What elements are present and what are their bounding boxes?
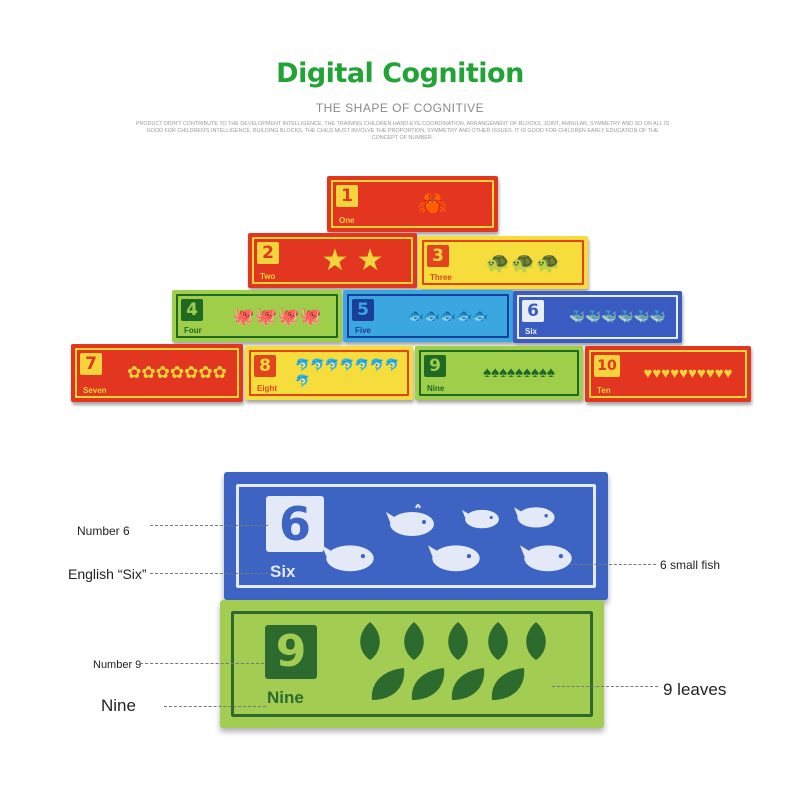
block-word: Nine [427,384,445,393]
block-number: 6 [522,300,544,322]
annotation-english-six: English “Six” [68,566,147,582]
block-9: 9 Nine ♠♠♠♠♠♠♠♠♠ [415,346,583,400]
detail-block-nine: 9 Nine [220,600,604,728]
whale-icon [520,545,572,572]
block-word: Seven [83,386,107,395]
block-word: Five [355,326,372,335]
block-number: 5 [352,299,374,321]
block-8: 8 Eight 🐬🐬🐬🐬🐬🐬🐬🐬 [245,346,413,400]
block-1: 1 One 🦀 [327,176,498,232]
heart-icon: ♥♥♥♥♥♥♥♥♥♥ [643,365,733,382]
block-5: 5 Five 🐟🐟🐟🐟🐟 [343,290,513,342]
annotation-number-6: Number 6 [77,524,130,538]
block-2: 2 Two ★ ★ [248,233,417,288]
block-10: 10 Ten ♥♥♥♥♥♥♥♥♥♥ [585,346,751,402]
flower-icon: ✿✿✿✿✿✿✿ [127,363,227,382]
block-word: Eight [257,384,277,393]
page-title: Digital Cognition [276,58,524,89]
annotation-line [164,706,266,707]
block-number: 7 [80,353,102,375]
block-number: 3 [427,245,449,267]
annotation-nine: Nine [101,696,136,715]
octopus-icon: 🐙🐙🐙🐙 [232,306,322,326]
block-number: 1 [336,185,358,207]
annotation-line [140,663,264,664]
annotation-line [552,686,658,687]
block-number: 2 [257,242,279,264]
block-word: Three [430,273,452,282]
detail-number-nine: 9 [265,625,317,679]
leaf-icon [411,668,445,700]
block-number: 10 [594,355,620,377]
whale-icon [322,545,374,572]
star-icon: ★ ★ [321,243,384,277]
turtle-icon: 🐢🐢🐢 [485,251,561,274]
leaf-icon [451,668,485,700]
leaf-icon: ♠♠♠♠♠♠♠♠♠ [483,364,555,381]
annotation-line [150,525,268,526]
whale-icon [462,509,499,529]
block-word: Four [184,326,202,335]
detail-word-six: Six [270,562,296,581]
crab-icon: 🦀 [417,190,448,217]
block-6: 6 Six 🐳🐳🐳🐳🐳🐳 [513,291,682,343]
block-word: Two [260,272,276,281]
leaf-icon [448,622,468,660]
leaf-icon [491,668,525,700]
annotation-number-9: Number 9 [93,659,142,671]
detail-word-nine: Nine [267,688,304,707]
leaf-icon [371,668,405,700]
block-7: 7 Seven ✿✿✿✿✿✿✿ [71,344,243,402]
page-subtitle: THE SHAPE OF COGNITIVE [315,101,485,115]
detail-number-six: 6 [266,496,324,552]
leaf-icon [488,622,508,660]
whale-icon [386,504,434,536]
annotation-six-fish: 6 small fish [660,558,721,572]
whale-icon: 🐳🐳🐳🐳🐳🐳 [568,309,667,324]
block-word: Ten [597,386,611,395]
block-word: One [339,216,355,225]
whale-icon [428,545,480,572]
annotation-nine-leaves: 9 leaves [663,680,727,699]
annotation-line [150,573,268,574]
leaf-icon [360,622,380,660]
block-number: 8 [254,355,276,377]
fish-icon: 🐟🐟🐟🐟🐟 [407,308,489,323]
whale-icon [514,507,555,528]
block-word: Six [525,327,538,336]
fine-print: PRODUCT DIDN'T CONTRIBUTE TO THE DEVELOP… [135,121,670,141]
leaf-icon [526,622,546,660]
block-4: 4 Four 🐙🐙🐙🐙 [172,290,342,342]
block-3: 3 Three 🐢🐢🐢 [418,236,588,289]
block-number: 4 [181,299,203,321]
dolphin-icon: 🐬🐬🐬🐬🐬🐬🐬🐬 [295,358,400,388]
leaf-icon [404,622,424,660]
annotation-line [570,564,656,565]
detail-block-six: 6 Six [224,472,608,600]
block-number: 9 [424,355,446,377]
